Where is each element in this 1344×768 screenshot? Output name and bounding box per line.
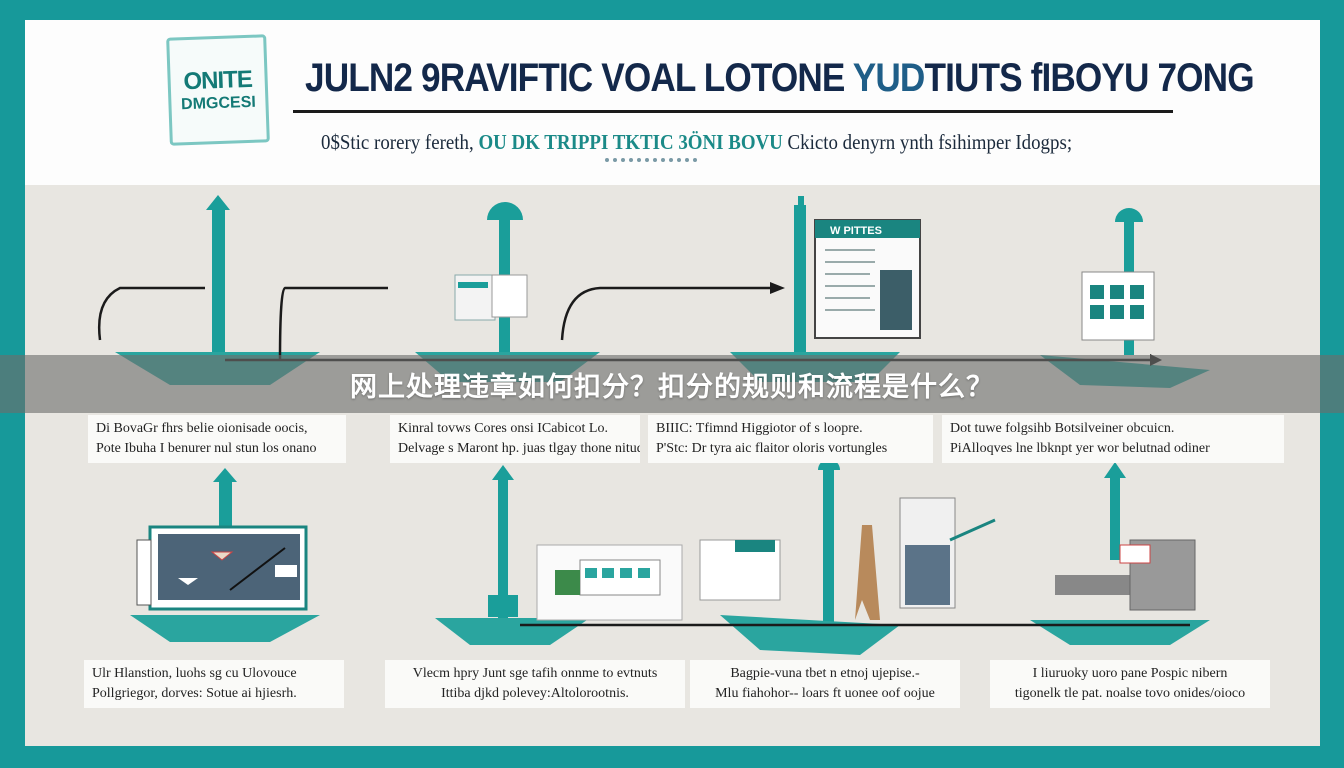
overlay-title-band: 网上处理违章如何扣分？扣分的规则和流程是什么？: [0, 355, 1344, 413]
infographic-subtitle: 0$Stic rorery fereth, OU DK TRIPPI TKTIC…: [321, 130, 1073, 154]
document-illustrations: W PITTES: [136, 219, 1196, 621]
caption-step-1: Di BovaGr fhrs belie oionisade oocis,Pot…: [88, 415, 346, 463]
decorative-dots: [605, 158, 697, 162]
pole-5: [130, 468, 320, 642]
caption-step-3: BIIIC: Tfimnd Higgiotor of s loopre.P'St…: [648, 415, 933, 463]
header: ONITE DMGCESI JULN2 9RAVIFTIC VOAL LOTON…: [25, 20, 1320, 185]
caption-step-7: Bagpie-vuna tbet n etnoj ujepise.-Mlu fi…: [690, 660, 960, 708]
arrowhead: [770, 282, 785, 294]
caption-step-2: Kinral tovws Cores onsi ICabicot Lo.Delv…: [390, 415, 640, 463]
caption-step-6: Vlecm hpry Junt sge tafih onnme to evtnu…: [385, 660, 685, 708]
flow-arrows: [97, 286, 1190, 627]
title-divider: [293, 110, 1173, 113]
document-label: W PITTES: [830, 225, 882, 237]
caption-step-4: Dot tuwe folgsihb Botsilveiner obcuicn.P…: [942, 415, 1284, 463]
overlay-title: 网上处理违章如何扣分？扣分的规则和流程是什么？: [350, 371, 994, 403]
infographic-title: JULN2 9RAVIFTIC VOAL LOTONE YUDTIUTS fIB…: [305, 56, 1255, 100]
